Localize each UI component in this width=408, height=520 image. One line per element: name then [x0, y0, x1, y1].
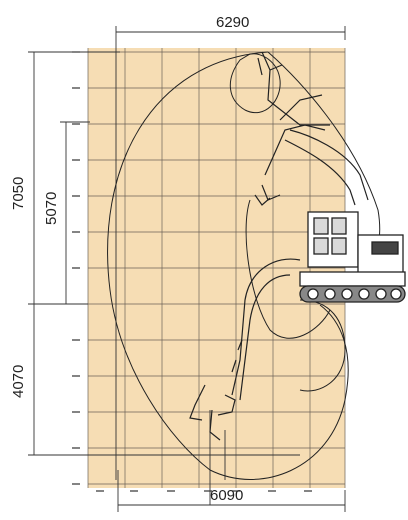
grid-lines [87, 48, 346, 488]
excavator-body [299, 211, 406, 303]
dimension-label-top: 6290 [216, 14, 249, 31]
dimension-label-bottom: 6090 [210, 487, 243, 504]
dimension-label-left-outer: 7050 [10, 177, 27, 210]
dimension-label-left-lower: 4070 [10, 365, 27, 398]
excavator-icon [189, 51, 369, 441]
boom-top-loop [229, 53, 281, 114]
dimension-label-left-inner: 5070 [43, 192, 60, 225]
